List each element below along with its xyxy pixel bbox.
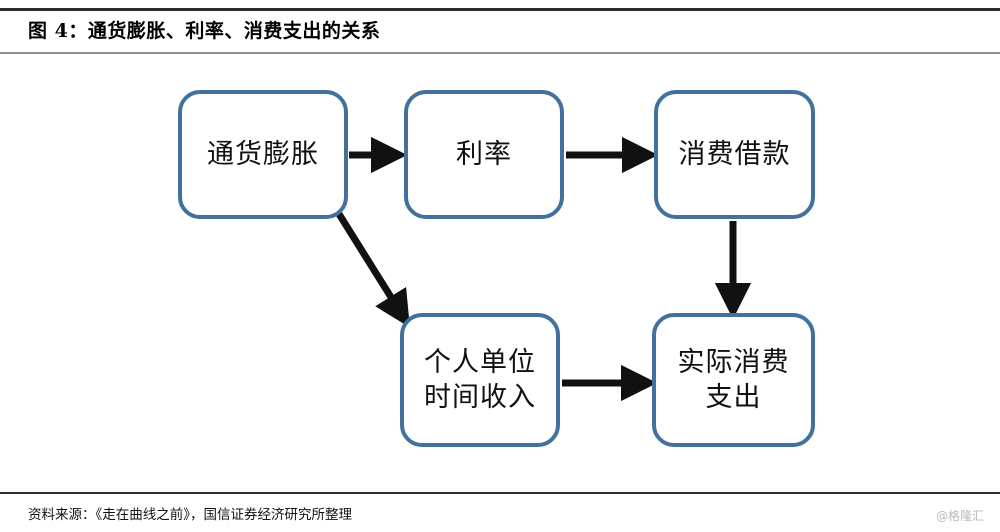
node-consumer-loan-label: 消费借款 <box>678 139 791 170</box>
title-underline-rule <box>0 52 1000 54</box>
node-consumer-loan[interactable]: 消费借款 <box>654 90 815 219</box>
figure-title: 图 4：通货膨胀、利率、消费支出的关系 <box>28 20 381 42</box>
node-inflation-label: 通货膨胀 <box>207 139 319 170</box>
top-rule <box>0 8 1000 11</box>
node-interest-rate[interactable]: 利率 <box>404 90 564 219</box>
edge-inflation-to-income-rate <box>336 212 410 328</box>
node-inflation[interactable]: 通货膨胀 <box>178 90 348 219</box>
node-income-rate[interactable]: 个人单位 时间收入 <box>400 313 560 447</box>
watermark: @格隆汇 <box>935 509 984 523</box>
bottom-rule <box>0 492 1000 494</box>
node-actual-spend[interactable]: 实际消费 支出 <box>652 313 815 447</box>
node-interest-rate-label: 利率 <box>456 139 512 170</box>
node-income-rate-label: 个人单位 时间收入 <box>424 347 536 413</box>
source-note: 资料来源：《走在曲线之前》，国信证券经济研究所整理 <box>28 507 352 523</box>
diagram-canvas: 通货膨胀 利率 消费借款 个人单位 时间收入 实际消费 支出 <box>0 56 1000 492</box>
node-actual-spend-label: 实际消费 支出 <box>677 347 790 413</box>
